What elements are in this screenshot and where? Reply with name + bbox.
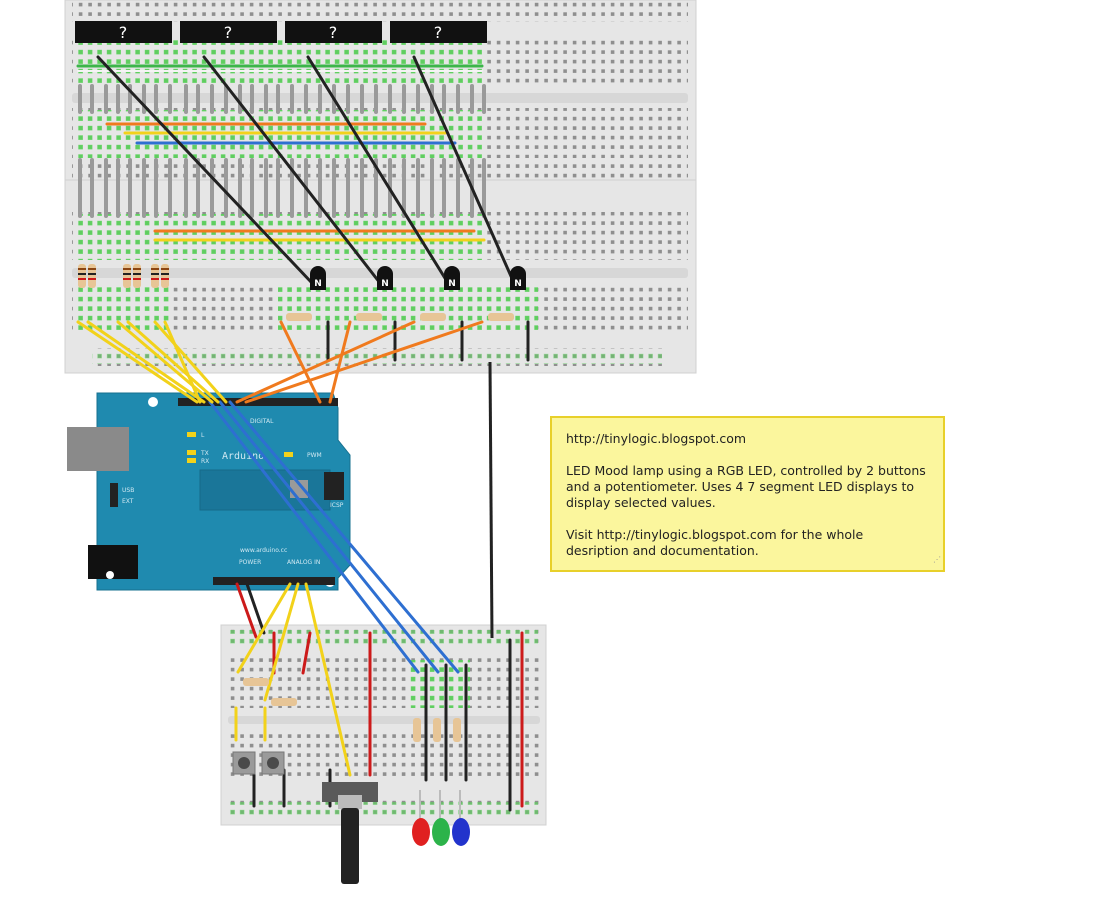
blue-led: [452, 818, 470, 846]
transistor-1-label: N: [314, 279, 322, 289]
transistor-1: N: [310, 266, 326, 290]
transistors: N N N N: [310, 266, 526, 290]
display-3: ?: [285, 21, 382, 43]
power-label: POWER: [239, 559, 261, 566]
ext-label: EXT: [122, 498, 134, 505]
transistor-2: N: [377, 266, 393, 290]
led-rx-label: RX: [201, 458, 209, 465]
push-buttons: [232, 751, 285, 775]
display-1-label: ?: [119, 23, 128, 42]
bottom-breadboard: [220, 624, 547, 826]
usb-label: USB: [122, 487, 134, 494]
ground-wires: [326, 320, 530, 362]
green-led: [432, 818, 450, 846]
transistor-3-label: N: [448, 279, 456, 289]
segment-resistors: [78, 264, 514, 321]
icsp-label: ICSP: [330, 502, 344, 509]
segment-wires: [76, 320, 228, 404]
display-3-label: ?: [329, 23, 338, 42]
bus-wires-top: [76, 64, 486, 242]
link-wires: [78, 84, 486, 218]
bottom-resistors: [243, 678, 461, 742]
seven-segment-displays: ? ? ? ?: [75, 21, 487, 43]
common-ground-wire: [488, 361, 494, 639]
arduino-url: www.arduino.cc: [240, 547, 287, 554]
display-select-wires: [96, 55, 516, 285]
display-4-label: ?: [434, 23, 443, 42]
analog-input-wires: [234, 582, 352, 777]
transistor-3: N: [444, 266, 460, 290]
rgb-signal-wires: [208, 400, 460, 674]
potentiometer: [322, 782, 378, 884]
transistor-4: N: [510, 266, 526, 290]
resize-grip-icon[interactable]: ⋰: [933, 555, 941, 564]
display-1: ?: [75, 21, 172, 43]
arduino-board: Arduino www.arduino.cc DIGITAL POWER ANA…: [67, 392, 351, 591]
led-l-label: L: [201, 432, 205, 439]
note-url: http://tinylogic.blogspot.com: [566, 431, 747, 446]
note-description: LED Mood lamp using a RGB LED, controlle…: [566, 463, 926, 510]
rgb-leds: [412, 790, 470, 846]
push-button-1: [232, 751, 256, 775]
display-2: ?: [180, 21, 277, 43]
display-2-label: ?: [224, 23, 233, 42]
display-4: ?: [390, 21, 487, 43]
pwm-label: PWM: [307, 452, 322, 459]
transistor-base-wires: [235, 320, 484, 404]
info-note: http://tinylogic.blogspot.com LED Mood l…: [550, 416, 945, 572]
push-button-2: [261, 751, 285, 775]
transistor-4-label: N: [514, 279, 522, 289]
usb-connector: [67, 427, 129, 471]
note-visit: Visit http://tinylogic.blogspot.com for …: [566, 527, 864, 558]
analog-label: ANALOG IN: [287, 559, 320, 566]
led-tx-label: TX: [200, 450, 209, 457]
arduino-brand: Arduino: [222, 451, 264, 462]
digital-label: DIGITAL: [250, 418, 274, 425]
red-led: [412, 818, 430, 846]
transistor-2-label: N: [381, 279, 389, 289]
